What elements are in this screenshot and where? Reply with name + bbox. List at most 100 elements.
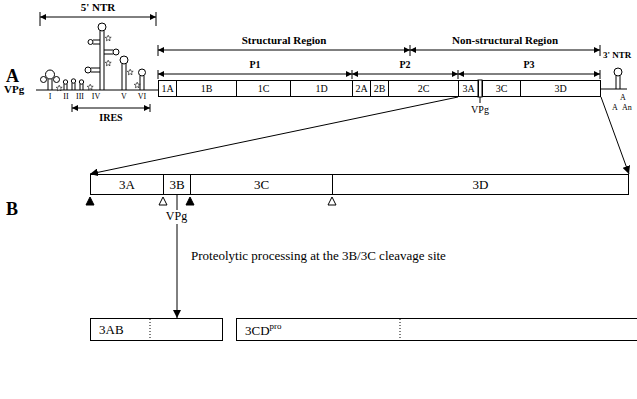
star (87, 84, 93, 90)
segment-name: 3D (554, 83, 566, 94)
poly-a: An (622, 103, 632, 112)
structural-bracket (158, 45, 410, 56)
p3-segment: 3B (163, 174, 191, 195)
domain-numeral: II (63, 92, 68, 101)
segment-name: 2B (374, 83, 386, 94)
vpg-tick (480, 97, 481, 103)
ires-bracket (72, 104, 150, 112)
domain-numeral: III (76, 92, 84, 101)
segment-name: 3C (496, 83, 508, 94)
five-prime-bracket (40, 17, 156, 18)
domain-numeral: V (121, 92, 127, 101)
segment-label-group: 3AB (99, 323, 124, 336)
segment-label-group: 2A (355, 84, 367, 94)
segment-label-group: 3D (554, 84, 566, 94)
segment-label-group: 3D (473, 178, 489, 191)
p-ticks (158, 70, 600, 79)
segment-name: 3A (462, 83, 474, 94)
segment-label-group: 1A (161, 84, 173, 94)
segment-name: 3AB (99, 322, 124, 337)
segment-name: 1D (315, 83, 327, 94)
domain-numeral: IV (92, 92, 100, 101)
product-box: 3CDpro (236, 318, 637, 341)
ires-bracket (72, 108, 150, 109)
cleavage-triangle (328, 197, 336, 205)
segment-name: 3B (169, 177, 184, 192)
p3-segment: 3C (190, 174, 333, 195)
segment-name: 2A (355, 83, 367, 94)
domain-numeral: I (49, 92, 52, 101)
segment-name: 3D (473, 177, 489, 192)
brackets (40, 12, 600, 112)
p3-bracket (458, 74, 600, 75)
edge-label: Proteolytic processing at the 3B/3C clea… (191, 249, 446, 264)
segment-label-group: 3B (169, 178, 184, 191)
product-box: 3AB (90, 318, 223, 341)
stem-loop-ii-iv (113, 49, 119, 55)
structural-bracket (158, 50, 410, 51)
segment-label-group: 2C (418, 84, 430, 94)
segment-label-group: 3C (254, 178, 269, 191)
segment-label-group: 3A (119, 178, 135, 191)
protein-segment: 1A (158, 80, 177, 97)
segment-name: 2C (418, 83, 430, 94)
nonstructural-bracket (410, 50, 600, 51)
stem-loop-vi (140, 76, 144, 90)
vpg-label: VPg (165, 210, 188, 224)
p3-segment: 3A (90, 174, 164, 195)
polyprotein-label: P2 (399, 59, 410, 71)
star (134, 82, 140, 88)
utr-structure (36, 23, 627, 103)
polyprotein-label: P3 (523, 59, 534, 71)
p3-segment: 3D (332, 174, 629, 195)
pseudoknot (71, 79, 75, 83)
three-prime-strand (600, 76, 627, 89)
stem-loop-i (46, 70, 55, 79)
segment-name: 3A (119, 177, 135, 192)
dividers (150, 319, 400, 340)
poly-a: A (612, 103, 618, 112)
stem-loop-ii-iv (98, 23, 106, 31)
cleavage-triangle (186, 197, 194, 205)
region-label: 3' NTR (603, 50, 631, 60)
stem-loop-i (54, 77, 60, 83)
protein-segment: 3D (520, 80, 601, 97)
poly-a: A (620, 93, 626, 102)
stem-loop-ii-iv (91, 68, 100, 72)
region-label: 5' NTR (81, 1, 116, 14)
star (127, 69, 133, 75)
process-arrow (90, 97, 458, 174)
vpg-label: VPg (4, 83, 24, 96)
stem-loop-v (122, 64, 126, 90)
stars (56, 35, 140, 91)
superscript: pro (270, 321, 282, 331)
segment-label-group: 3A (462, 84, 474, 94)
protein-segment: 2C (388, 80, 459, 97)
dotted-divider (400, 319, 401, 340)
segment-label-group: 1D (315, 84, 327, 94)
stem-loop-i (48, 79, 52, 90)
protein-segment: 2B (370, 80, 389, 97)
stem-loop-ii-iv (93, 40, 100, 44)
pseudoknot (79, 80, 83, 84)
segment-name: 3C (254, 177, 269, 192)
segment-name: 1C (258, 83, 270, 94)
domain-numeral: VI (138, 92, 146, 101)
protein-segment: 1D (290, 80, 353, 97)
pseudoknot (63, 80, 67, 84)
p1-bracket (158, 74, 352, 75)
cleavage-sites (86, 197, 336, 205)
segment-name: 1A (161, 83, 173, 94)
stem-loop-ii-iv (85, 67, 91, 73)
cleavage-triangle (159, 197, 167, 205)
protein-segment: 3A (458, 80, 479, 97)
vpg-label: VPg (471, 104, 489, 116)
protein-segment: 2A (352, 80, 371, 97)
segment-name: 1B (201, 83, 213, 94)
protein-segment: 3C (482, 80, 521, 97)
three-prime-loop (614, 68, 622, 76)
segment-name: 3CD (245, 323, 270, 338)
